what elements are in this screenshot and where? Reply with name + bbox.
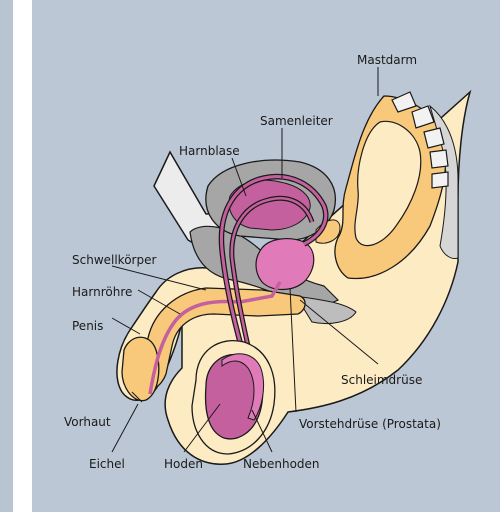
label-nebenhoden: Nebenhoden (243, 457, 320, 471)
label-harnroehre: Harnröhre (72, 285, 132, 299)
label-hoden: Hoden (164, 457, 203, 471)
label-samenleiter: Samenleiter (260, 114, 333, 128)
label-mastdarm: Mastdarm (357, 53, 417, 67)
label-penis: Penis (72, 319, 103, 333)
label-schleimdruese: Schleimdrüse (341, 373, 422, 387)
label-schwellkoerper: Schwellkörper (72, 253, 156, 267)
label-harnblase: Harnblase (179, 144, 240, 158)
label-vorhaut: Vorhaut (64, 415, 111, 429)
label-eichel: Eichel (89, 457, 125, 471)
label-vorstehdruese: Vorstehdrüse (Prostata) (299, 417, 441, 431)
